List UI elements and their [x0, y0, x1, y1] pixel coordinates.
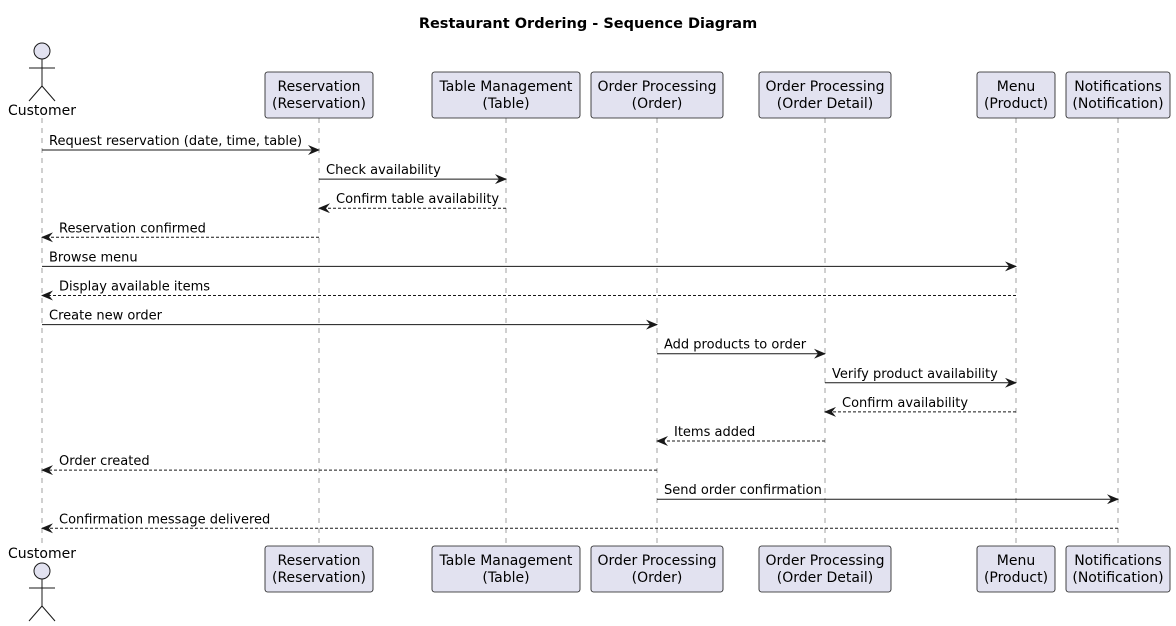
- participant-label-line: (Reservation): [272, 570, 366, 586]
- participant-box: [590, 71, 724, 119]
- actor-leg-left: [28, 85, 43, 102]
- message-label: Create new order: [49, 309, 163, 324]
- message-label: Browse menu: [49, 250, 138, 265]
- actor-top: Customer: [8, 42, 76, 119]
- message-label: Display available items: [59, 280, 210, 295]
- participant-label-line: Menu: [997, 79, 1035, 95]
- participant-table-bottom: Table Management(Table): [431, 545, 581, 593]
- participant-notifications-top: Notifications(Notification): [1065, 71, 1171, 119]
- message-4: Reservation confirmed: [41, 221, 319, 243]
- participant-box: [590, 545, 724, 593]
- participant-box: [1065, 545, 1171, 593]
- participant-label-line: Table Management: [439, 553, 573, 569]
- message-6: Display available items: [41, 280, 1016, 301]
- participant-label-line: Order Processing: [766, 553, 885, 569]
- participant-label-line: Notifications: [1074, 553, 1162, 569]
- message-8: Add products to order: [657, 338, 826, 359]
- participant-order-detail-bottom: Order Processing(Order Detail): [758, 545, 892, 593]
- actor-leg-left: [28, 605, 43, 622]
- participant-label-line: (Table): [482, 96, 529, 112]
- participant-label-line: Order Processing: [766, 79, 885, 95]
- diagram-title: Restaurant Ordering - Sequence Diagram: [419, 16, 757, 32]
- message-label: Send order confirmation: [664, 483, 822, 498]
- participant-label-line: (Notification): [1072, 96, 1163, 112]
- participant-box: [264, 545, 374, 593]
- participant-box: [976, 545, 1056, 593]
- participants-top: Customer Reservation(Reservation) Table Ma…: [8, 42, 1171, 119]
- participant-label-line: (Table): [482, 570, 529, 586]
- participant-label-line: Notifications: [1074, 79, 1162, 95]
- participant-box: [431, 545, 581, 593]
- participant-label-line: (Reservation): [272, 96, 366, 112]
- participant-label-line: Order Processing: [598, 553, 717, 569]
- participant-order-bottom: Order Processing(Order): [590, 545, 724, 593]
- participant-label-line: (Product): [984, 570, 1048, 586]
- message-label: Verify product availability: [832, 367, 998, 382]
- participant-label-line: Table Management: [439, 79, 573, 95]
- message-label: Add products to order: [664, 338, 807, 353]
- participant-menu-top: Menu(Product): [976, 71, 1056, 119]
- actor-head: [33, 562, 51, 580]
- participant-label-line: (Order): [632, 570, 683, 586]
- participant-box: [264, 71, 374, 119]
- participant-reservation-bottom: Reservation(Reservation): [264, 545, 374, 593]
- message-label: Confirmation message delivered: [59, 512, 270, 527]
- message-label: Confirm table availability: [336, 192, 499, 207]
- actor-bottom: Customer: [8, 546, 76, 622]
- participant-label-line: (Order): [632, 96, 683, 112]
- lifelines: [41, 118, 1119, 546]
- participant-label-line: (Notification): [1072, 570, 1163, 586]
- message-label: Check availability: [326, 163, 441, 178]
- participant-label-line: (Order Detail): [777, 96, 873, 112]
- participant-order-detail-top: Order Processing(Order Detail): [758, 71, 892, 119]
- message-label: Order created: [59, 454, 150, 469]
- participant-order-top: Order Processing(Order): [590, 71, 724, 119]
- participant-box: [976, 71, 1056, 119]
- actor-leg-right: [41, 85, 56, 102]
- actor-leg-right: [41, 605, 56, 622]
- participant-menu-bottom: Menu(Product): [976, 545, 1056, 593]
- participant-box: [758, 545, 892, 593]
- message-label: Request reservation (date, time, table): [49, 134, 302, 149]
- message-7: Create new order: [42, 309, 658, 330]
- participant-reservation-top: Reservation(Reservation): [264, 71, 374, 119]
- participant-table-top: Table Management(Table): [431, 71, 581, 119]
- participant-notifications-bottom: Notifications(Notification): [1065, 545, 1171, 593]
- messages: Request reservation (date, time, table) C…: [41, 134, 1119, 534]
- actor-label: Customer: [8, 103, 76, 119]
- actor-head: [33, 42, 51, 60]
- actor-label: Customer: [8, 546, 76, 562]
- message-label: Reservation confirmed: [59, 221, 206, 236]
- message-2: Check availability: [319, 163, 507, 185]
- message-14: Confirmation message delivered: [41, 512, 1118, 534]
- participant-label-line: Reservation: [277, 553, 360, 569]
- participant-box: [431, 71, 581, 119]
- message-3: Confirm table availability: [318, 192, 506, 214]
- message-11: Items added: [656, 425, 825, 446]
- message-1: Request reservation (date, time, table): [42, 134, 320, 155]
- message-13: Send order confirmation: [657, 483, 1119, 505]
- participant-label-line: Reservation: [277, 79, 360, 95]
- message-label: Confirm availability: [842, 396, 968, 411]
- message-10: Confirm availability: [824, 396, 1016, 417]
- participant-label-line: Menu: [997, 553, 1035, 569]
- message-5: Browse menu: [42, 250, 1017, 272]
- message-9: Verify product availability: [825, 367, 1017, 388]
- participant-label-line: (Order Detail): [777, 570, 873, 586]
- participant-label-line: Order Processing: [598, 79, 717, 95]
- participant-label-line: (Product): [984, 96, 1048, 112]
- message-label: Items added: [674, 425, 755, 440]
- participant-box: [1065, 71, 1171, 119]
- participant-box: [758, 71, 892, 119]
- participants-bottom: Customer Reservation(Reservation) Table Ma…: [8, 545, 1171, 622]
- message-12: Order created: [41, 454, 657, 476]
